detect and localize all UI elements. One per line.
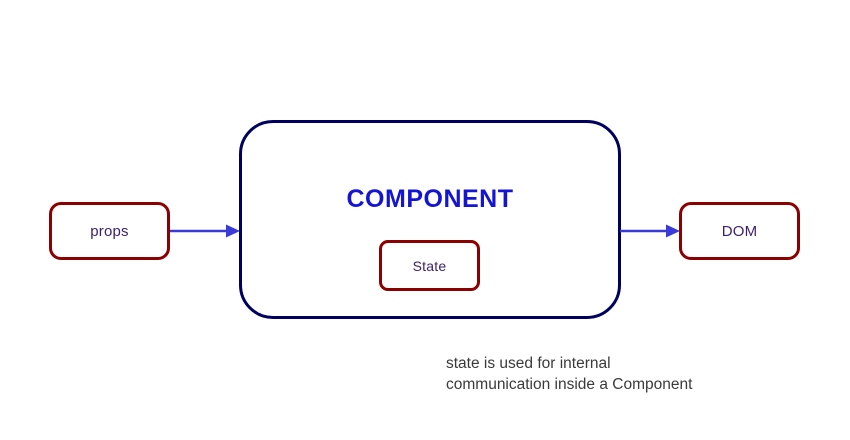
node-component-container[interactable]: COMPONENT	[239, 120, 621, 319]
node-state-label: State	[412, 257, 447, 274]
diagram-caption: state is used for internal communication…	[446, 355, 693, 393]
node-props-label: props	[90, 222, 129, 240]
node-dom[interactable]: DOM	[679, 202, 800, 260]
node-props[interactable]: props	[49, 202, 170, 260]
arrow-props-to-component	[170, 223, 240, 239]
node-component-title: COMPONENT	[346, 185, 514, 213]
arrow-component-to-dom	[620, 223, 680, 239]
arrow-right-icon	[170, 224, 240, 238]
node-dom-label: DOM	[721, 222, 758, 240]
arrow-right-icon	[620, 224, 680, 238]
node-state[interactable]: State	[379, 240, 480, 291]
